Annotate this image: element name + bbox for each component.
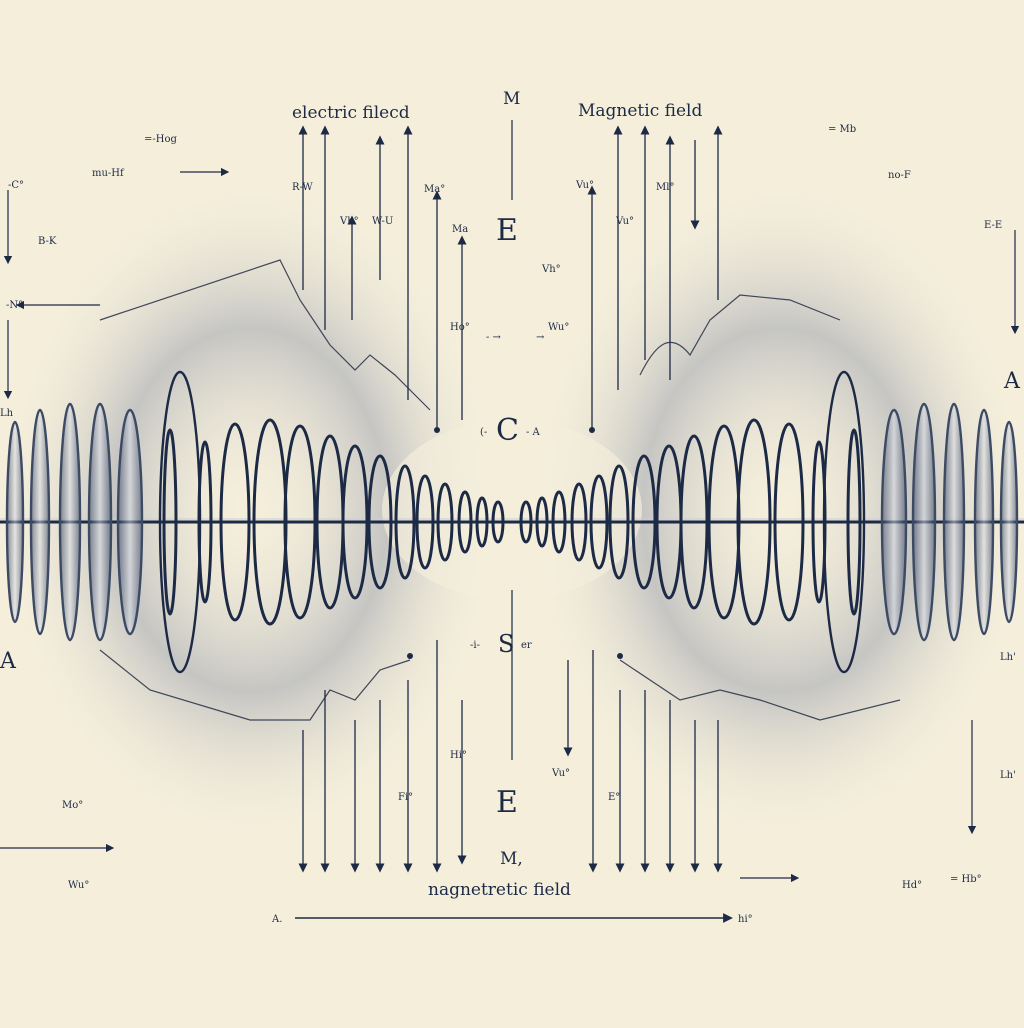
center-c: C [496, 413, 519, 448]
coil-ring [570, 482, 588, 562]
coil-ring [219, 422, 251, 622]
coil-ring [29, 408, 51, 636]
tiny-label: Mo° [62, 800, 83, 811]
tiny-label: Vu° [551, 768, 570, 779]
coil-ring [535, 496, 549, 548]
bottom-center-m: M, [500, 849, 523, 869]
coil-ring [631, 454, 657, 590]
field-flare-line [99, 649, 411, 721]
tiny-label: Lh' [1000, 770, 1016, 781]
outer-field-loop [822, 370, 866, 674]
tiny-label: E° [608, 792, 620, 803]
coil-ring [367, 454, 393, 590]
center-c-right: - A [526, 427, 541, 438]
coil-ring [942, 402, 966, 642]
field-halo-right [530, 180, 1024, 840]
tiny-label: Wu° [68, 880, 89, 891]
tiny-label: - → [486, 332, 502, 343]
bottom-right-hi-label: hi° [738, 914, 753, 925]
right-a-label: A [1003, 369, 1021, 394]
coil-ring [116, 408, 144, 636]
center-s-left: -i- [470, 640, 480, 651]
tiny-label: W-U [372, 216, 393, 227]
center-s: S [498, 630, 514, 658]
left-a-label: A [0, 649, 17, 674]
coil-ring [608, 464, 630, 580]
top-right-title: Magnetic field [578, 101, 702, 121]
coil-ring [415, 474, 435, 570]
field-flare-line [99, 259, 431, 411]
coil-ring [491, 500, 505, 544]
tiny-label: Wu° [548, 322, 569, 333]
coil-ring [846, 428, 862, 616]
coil-ring [655, 444, 683, 600]
field-lines-group [99, 259, 901, 721]
tiny-label: -N° [6, 300, 23, 311]
center-e-bottom: E [496, 785, 518, 820]
field-arrows-group [298, 125, 723, 873]
coil-ring [58, 402, 82, 642]
tiny-label: Hd° [902, 880, 922, 891]
coil-ring [911, 402, 937, 642]
coil-ring [707, 424, 741, 620]
center-c-left: (- [480, 427, 487, 438]
top-left-title: electric filecd [292, 103, 410, 123]
coil-ring [87, 402, 113, 642]
coil-ring [773, 422, 805, 622]
tiny-labels-group: =-Hog mu-Hf -C° B-K -N° Lh = Mb no-F E-E Lh' Lh' Hd… [0, 124, 1016, 891]
coil-ring [341, 444, 369, 600]
coil-ring [436, 482, 454, 562]
tiny-label: no-F [888, 170, 911, 181]
coil-rings-group [5, 370, 1019, 674]
tiny-label: =-Hog [144, 134, 177, 145]
coil-ring [457, 490, 473, 554]
tiny-label: → [536, 332, 545, 343]
tiny-label: B-K [38, 236, 57, 247]
tiny-label: Hi° [450, 750, 467, 761]
tiny-label: Ma [452, 224, 468, 235]
field-node-dot [407, 653, 413, 659]
tiny-label: E-E [984, 220, 1002, 231]
field-node-dot [434, 427, 440, 433]
coil-ring [999, 420, 1019, 624]
top-center-m: M [503, 89, 520, 109]
tiny-label: -C° [8, 180, 24, 191]
coil-ring [589, 474, 609, 570]
coil-ring [973, 408, 995, 636]
tiny-label: Vu° [575, 180, 594, 191]
tiny-label: Ma° [424, 184, 445, 195]
tiny-label: Vu° [615, 216, 634, 227]
center-s-right: er [521, 640, 532, 651]
field-node-dot [589, 427, 595, 433]
coil-ring [551, 490, 567, 554]
tiny-label: mu-Hf [92, 168, 125, 179]
center-e-top: E [496, 213, 518, 248]
tiny-label: Vh° [541, 264, 561, 275]
outer-field-loop [158, 370, 202, 674]
field-node-dot [617, 653, 623, 659]
coil-ring [519, 500, 533, 544]
tiny-label: Lh' [1000, 652, 1016, 663]
tiny-label: Ml° [656, 182, 674, 193]
coil-ring [162, 428, 178, 616]
tiny-label: Ho° [450, 322, 470, 333]
field-flare-line [619, 659, 901, 721]
tiny-label: Fi° [398, 792, 413, 803]
coil-ring [880, 408, 908, 636]
field-flare-line [639, 294, 841, 376]
coil-ring [5, 420, 25, 624]
field-halo-center [382, 420, 642, 600]
bottom-left-a-label: A. [271, 914, 282, 925]
tiny-label: = Hb° [950, 874, 982, 885]
tiny-label: = Mb [828, 124, 856, 135]
bottom-title: nagnetretic field [428, 880, 571, 900]
tiny-label: Lh [0, 408, 14, 419]
coil-ring [475, 496, 489, 548]
tiny-label: Vh° [339, 216, 359, 227]
tiny-label: R-W [292, 182, 313, 193]
coil-ring [394, 464, 416, 580]
coil-ring [283, 424, 317, 620]
